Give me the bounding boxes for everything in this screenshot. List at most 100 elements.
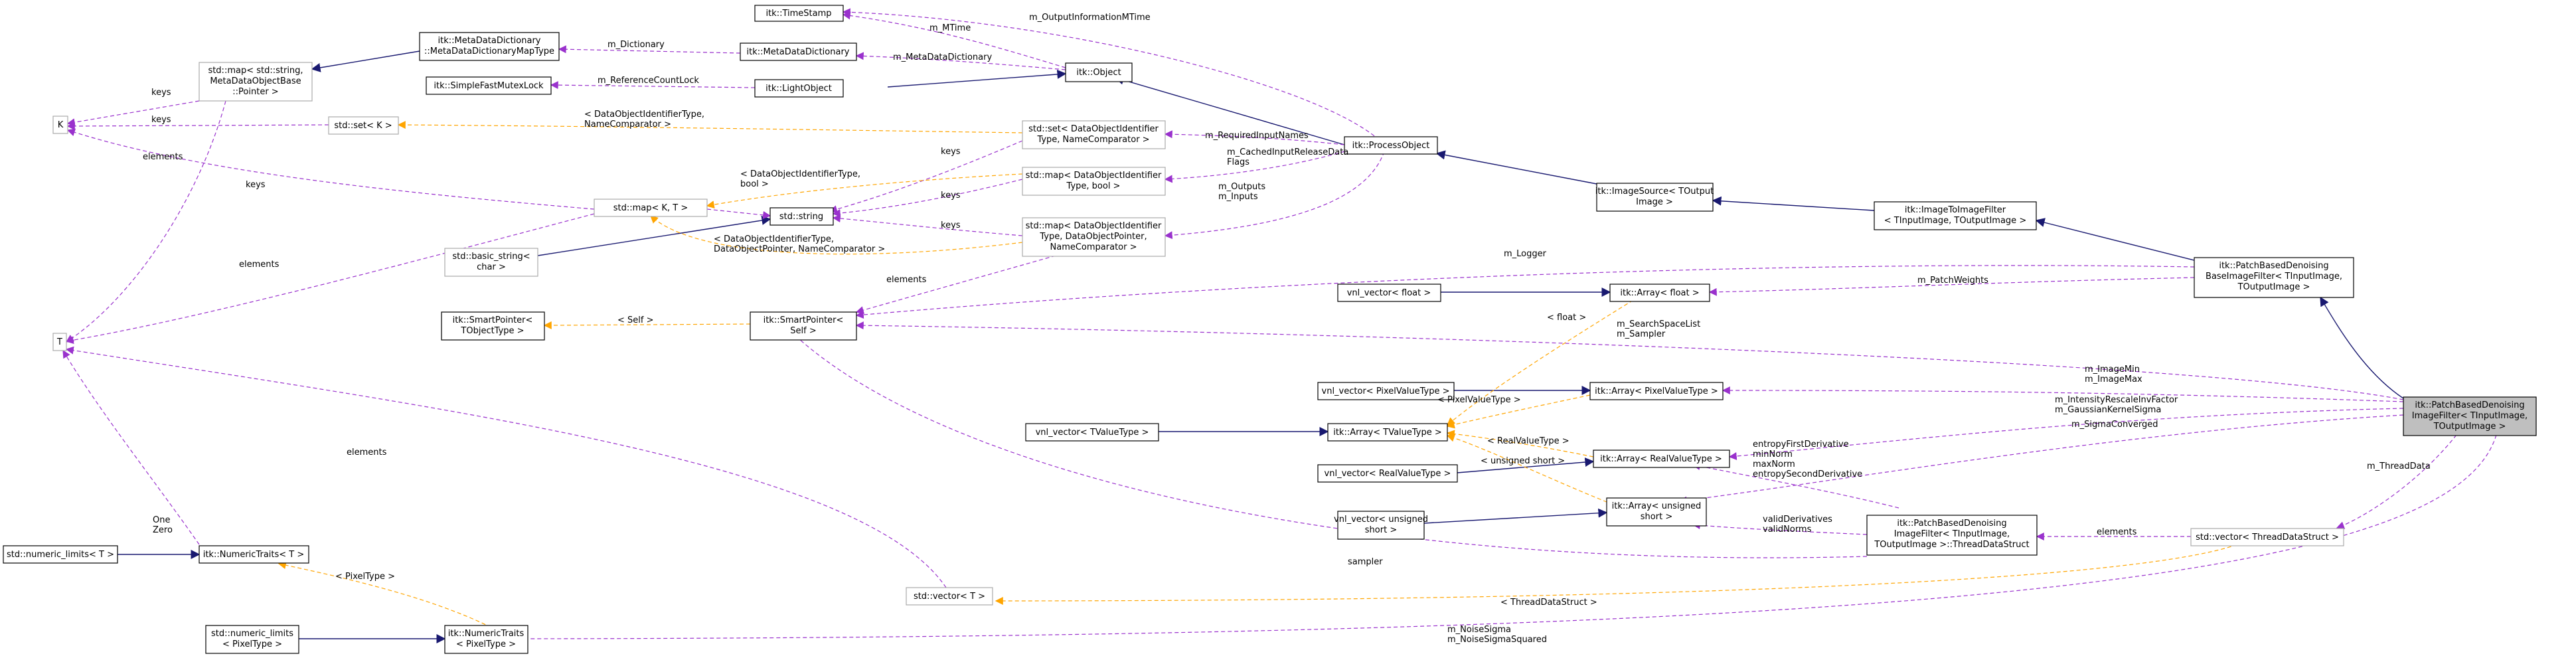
node-set-k[interactable]: std::set< K > (328, 116, 399, 135)
edge-use-keys-map-K (66, 100, 200, 127)
node-label-line-2: Type, DataObjectPointer, (1039, 232, 1147, 242)
edge-label-line-1: m_Dictionary (607, 40, 665, 50)
edge-label-line-4: entropySecondDerivative (1753, 469, 1862, 479)
node-smartpointer-self[interactable]: itk::SmartPointer<Self > (750, 311, 857, 341)
edge-use-sampler (789, 330, 1868, 558)
node-label-line-1: std::map< DataObjectIdentifier (1026, 171, 1162, 181)
node-vnl-vector-float[interactable]: vnl_vector< float > (1337, 284, 1441, 302)
node-label: itk::NumericTraits< PixelType > (448, 629, 524, 649)
edge-inherit-imagesource-imgtoimg (1712, 196, 1875, 211)
label-m-patchweights: m_PatchWeights (1917, 276, 1988, 286)
node-numeric-limits-pixeltype[interactable]: std::numeric_limits< PixelType > (205, 625, 299, 654)
node-vnl-vector-tvaluetype[interactable]: vnl_vector< TValueType > (1025, 423, 1159, 442)
node-label-line-2: short > (1365, 525, 1397, 535)
node-imagetoimagefilter[interactable]: itk::ImageToImageFilter< TInputImage, TO… (1874, 201, 2037, 230)
node-simplefastmutexlock[interactable]: itk::SimpleFastMutexLock (426, 76, 552, 95)
node-label: std::map< K, T > (613, 203, 688, 213)
label-template-float: < float > (1547, 313, 1586, 323)
node-array-tvaluetype[interactable]: itk::Array< TValueType > (1327, 423, 1448, 442)
node-numeric-limits-t[interactable]: std::numeric_limits< T > (3, 545, 118, 564)
node-metadatadictionary[interactable]: itk::MetaDataDictionary (740, 42, 857, 61)
edge-tpl-numtraitst-numtraitspx (278, 561, 492, 628)
edge-use-cached (1164, 151, 1345, 183)
node-lightobject[interactable]: itk::LightObject (754, 79, 844, 98)
node-numerictraits-pixeltype[interactable]: itk::NumericTraits< PixelType > (444, 625, 528, 654)
node-label: itk::ProcessObject (1352, 141, 1430, 151)
edge-label-line-1: m_IntensityRescaleInvFactor (2055, 395, 2178, 405)
node-K[interactable]: K (52, 116, 68, 134)
node-timestamp[interactable]: itk::TimeStamp (754, 5, 844, 22)
edge-label-line-1: < Self > (617, 315, 654, 325)
node-label-line-1: vnl_vector< unsigned (1334, 515, 1428, 525)
node-string[interactable]: std::string (769, 207, 834, 226)
edge-inherit-pbdbase-pbdmain (2320, 296, 2404, 399)
edge-label-line-1: m_MetaDataDictionary (893, 52, 992, 62)
node-map-k-t[interactable]: std::map< K, T > (594, 199, 708, 217)
node-processobject[interactable]: itk::ProcessObject (1344, 136, 1438, 155)
node-vector-t[interactable]: std::vector< T > (906, 587, 993, 606)
node-label-line-2: short > (1641, 512, 1672, 522)
node-smartpointer-tobjecttype[interactable]: itk::SmartPointer<TObjectType > (441, 311, 545, 341)
label-template-doi-pointer: < DataObjectIdentifierType,DataObjectPoi… (714, 234, 885, 254)
edge-label-line-2: m_Sampler (1617, 329, 1666, 339)
node-label-line-2: < TInputImage, TOutputImage > (1884, 216, 2026, 226)
label-template-threaddatastruct: < ThreadDataStruct > (1500, 598, 1597, 608)
edge-use-entropy (1692, 462, 1899, 509)
label-keys: keys (151, 88, 171, 98)
edge-label-line-1: < DataObjectIdentifierType, (740, 169, 860, 179)
node-basic-string[interactable]: std::basic_string<char > (444, 248, 538, 277)
edge-inherit-object-processobj (1114, 75, 1345, 145)
node-array-realvaluetype[interactable]: itk::Array< RealValueType > (1593, 450, 1730, 468)
edge-label-line-1: < PixelType > (335, 572, 395, 582)
edge-inherit-lightobj-object (887, 69, 1067, 88)
node-vector-threaddatastruct[interactable]: std::vector< ThreadDataStruct > (2190, 528, 2344, 546)
node-label: itk::ImageToImageFilter< TInputImage, TO… (1884, 205, 2026, 226)
node-label-line-1: itk::NumericTraits< T > (203, 550, 305, 560)
node-numerictraits-t[interactable]: itk::NumericTraits< T > (199, 545, 309, 564)
edge-labels: m_OutputInformationMTime m_MTime m_Dicti… (143, 13, 2431, 645)
edge-label-line-3: maxNorm (1753, 459, 1795, 469)
edge-label-line-1: entropyFirstDerivative (1753, 440, 1849, 450)
node-label: std::vector< T > (914, 592, 985, 602)
edge-label-line-1: m_Logger (1504, 249, 1547, 259)
node-map-metadataobject[interactable]: std::map< std::string,MetaDataObjectBase… (199, 62, 313, 102)
node-metadatadictionary-maptype[interactable]: itk::MetaDataDictionary::MetaDataDiction… (419, 32, 560, 61)
edge-label-line-1: m_SigmaConverged (2071, 420, 2158, 430)
node-label-line-1: std::map< K, T > (613, 203, 688, 213)
node-array-pixelvaluetype[interactable]: itk::Array< PixelValueType > (1589, 382, 1724, 400)
node-label-line-1: vnl_vector< RealValueType > (1325, 469, 1451, 479)
node-label-line-2: < PixelType > (222, 639, 282, 649)
label-template-pixeltype: < PixelType > (335, 572, 395, 582)
edge-use-keys-mapdoibool-string (832, 179, 1023, 217)
edge-label-line-1: elements (143, 152, 183, 162)
node-label-line-1: std::map< DataObjectIdentifier (1026, 221, 1162, 231)
node-label: T (56, 337, 62, 347)
node-T[interactable]: T (52, 333, 67, 351)
node-object[interactable]: itk::Object (1065, 62, 1133, 82)
edge-use-logger (855, 265, 2195, 319)
node-array-float[interactable]: itk::Array< float > (1609, 284, 1710, 302)
edge-label-line-1: elements (886, 275, 927, 285)
edge-inherit-mdd-maptype-map (311, 50, 420, 72)
node-label-line-1: std::string (779, 212, 823, 222)
node-label: std::map< std::string,MetaDataObjectBase… (208, 66, 303, 97)
node-vnl-vector-realvaluetype[interactable]: vnl_vector< RealValueType > (1317, 464, 1458, 483)
node-label: K (58, 120, 64, 130)
node-vnl-vector-pixelvaluetype[interactable]: vnl_vector< PixelValueType > (1317, 382, 1455, 400)
node-label: std::numeric_limits< PixelType > (211, 629, 293, 649)
edge-label-line-1: < float > (1547, 313, 1586, 323)
node-label-line-1: itk::MetaDataDictionary (747, 47, 850, 57)
